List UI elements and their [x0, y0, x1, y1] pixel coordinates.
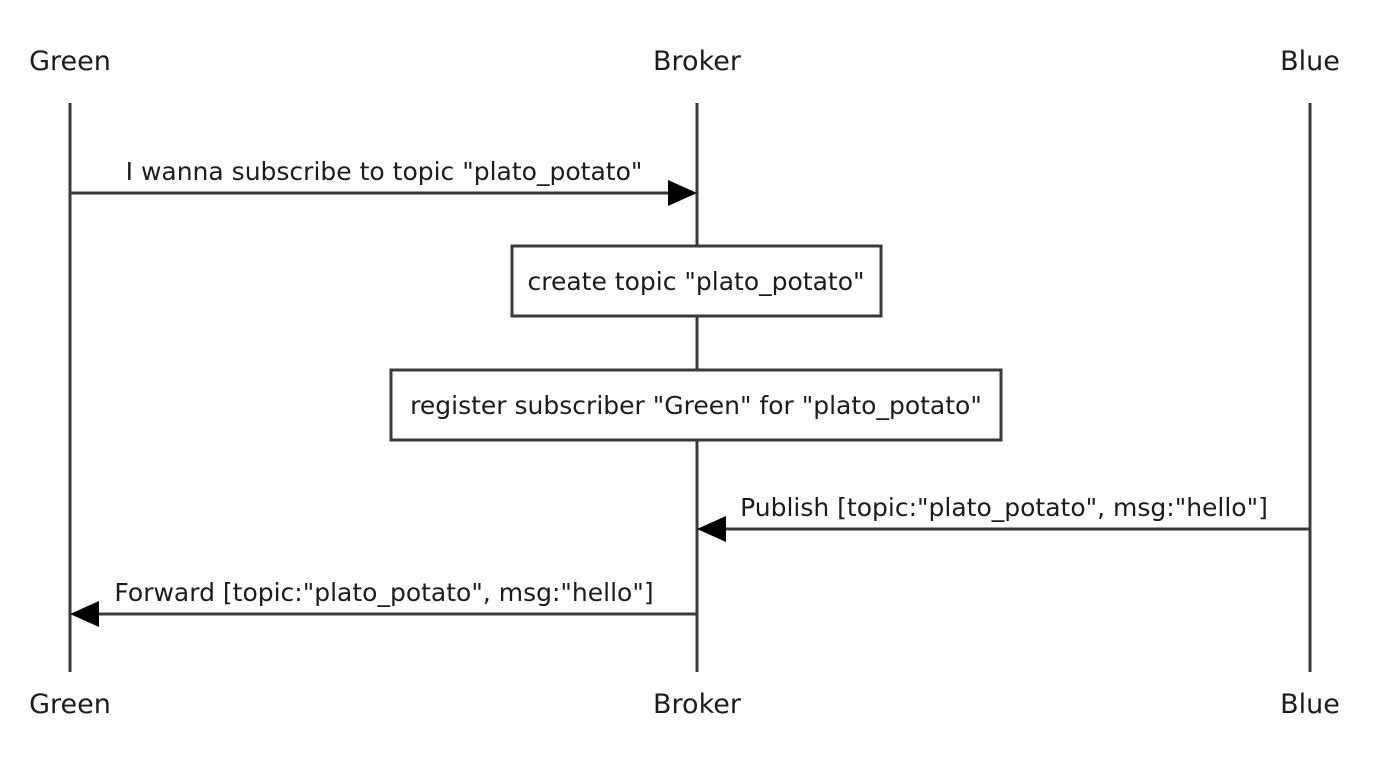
- participant-label-broker-bottom: Broker: [653, 689, 742, 720]
- bottom-participant-labels: Green Broker Blue: [29, 689, 1340, 720]
- note-create-topic-box: [510, 244, 883, 318]
- message-forward: Forward [topic:"plato_potato", msg:"hell…: [70, 578, 697, 627]
- participant-label-green-bottom: Green: [29, 689, 111, 720]
- participant-label-blue-bottom: Blue: [1280, 689, 1340, 720]
- note-register-subscriber-label: register subscriber "Green" for "plato_p…: [410, 391, 982, 420]
- message-forward-label: Forward [topic:"plato_potato", msg:"hell…: [114, 578, 653, 607]
- participant-label-green-top: Green: [29, 46, 111, 77]
- message-subscribe-label: I wanna subscribe to topic "plato_potato…: [126, 157, 643, 186]
- participant-label-broker-top: Broker: [653, 46, 742, 77]
- top-participant-labels: Green Broker Blue: [29, 46, 1340, 77]
- note-register-subscriber-box: [389, 368, 1003, 442]
- note-register-subscriber: register subscriber "Green" for "plato_p…: [389, 368, 1003, 442]
- arrow-head-left-icon: [70, 601, 99, 627]
- message-publish: Publish [topic:"plato_potato", msg:"hell…: [697, 493, 1310, 542]
- participant-label-blue-top: Blue: [1280, 46, 1340, 77]
- arrow-head-left-icon: [697, 516, 726, 542]
- message-subscribe: I wanna subscribe to topic "plato_potato…: [70, 157, 697, 206]
- note-create-topic-label: create topic "plato_potato": [527, 267, 864, 296]
- note-create-topic: create topic "plato_potato": [510, 244, 883, 318]
- arrow-head-right-icon: [668, 180, 697, 206]
- message-publish-label: Publish [topic:"plato_potato", msg:"hell…: [740, 493, 1268, 522]
